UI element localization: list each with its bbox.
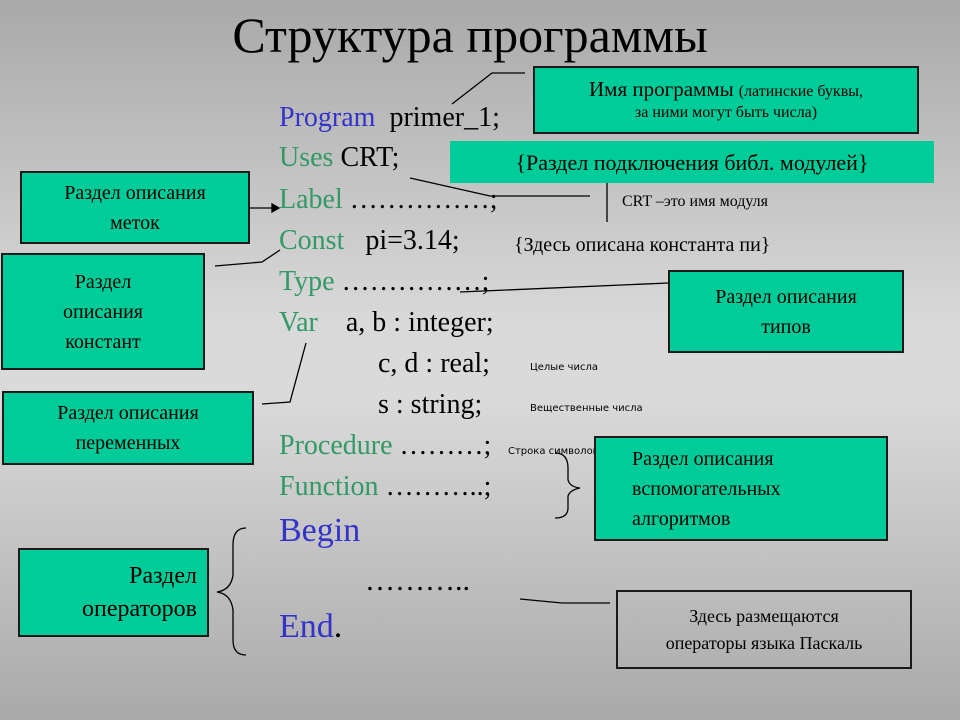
var-keyword: Var — [279, 307, 318, 338]
program-name: primer_1; — [389, 102, 500, 133]
arrow-head-icon — [271, 202, 281, 214]
type-keyword: Type — [279, 266, 335, 297]
pascal-box-line: операторы языка Паскаль — [665, 632, 863, 653]
operators-box-line: Раздел — [129, 563, 197, 590]
subs-box: Раздел описания вспомогательных алгоритмов — [594, 436, 888, 541]
function-line: Function ………..; — [279, 473, 491, 501]
label-line: Label ……………; — [279, 186, 498, 214]
var-line-1: a, b : integer; — [345, 307, 494, 338]
program-name-box-main: Имя программы — [589, 76, 734, 101]
var-line-3: s : string; — [378, 389, 483, 420]
labels-box-line: Раздел описания — [64, 181, 206, 204]
uses-value: CRT; — [340, 142, 400, 173]
type-value: ……………; — [341, 266, 490, 297]
const-line: Const pi=3.14; — [279, 227, 460, 255]
program-body: ……….. — [365, 564, 470, 597]
program-line: Program primer_1; — [279, 104, 500, 132]
note-real: Вещественные числа — [530, 403, 643, 414]
note-string: Строка символов — [508, 446, 599, 457]
function-value: ………..; — [385, 471, 492, 502]
uses-box: {Раздел подключения библ. модулей} — [450, 141, 934, 183]
operators-box: Раздел операторов — [18, 548, 209, 637]
subs-box-line: алгоритмов — [632, 507, 731, 530]
procedure-line: Procedure ………; — [279, 432, 491, 460]
vars-box-line: Раздел описания — [57, 402, 199, 424]
subs-box-line: вспомогательных — [632, 477, 781, 500]
note-crt: CRT –это имя модуля — [622, 193, 769, 210]
label-value: ……………; — [349, 184, 498, 215]
program-name-box-detail1: (латинские буквы, — [738, 82, 863, 100]
end-line: End. — [279, 610, 342, 644]
crt-connector — [409, 177, 590, 197]
program-connector — [451, 72, 525, 105]
function-keyword: Function — [279, 471, 379, 502]
var-line-2: c, d : real; — [378, 348, 490, 379]
types-connector — [459, 282, 669, 293]
types-box-line: типов — [761, 315, 811, 338]
labels-box-line: меток — [110, 211, 160, 234]
operators-box-line: операторов — [81, 595, 197, 622]
vars-box: Раздел описания переменных — [2, 391, 254, 465]
const-comment: {Здесь описана константа пи} — [514, 234, 771, 256]
consts-connector — [214, 249, 281, 267]
var-line: Var a, b : integer; — [279, 309, 494, 337]
procedure-keyword: Procedure — [279, 430, 393, 461]
note-integer: Целые числа — [530, 362, 598, 373]
consts-box-line: описания — [62, 300, 143, 323]
end-keyword: End — [279, 608, 334, 645]
procedure-value: ………; — [399, 430, 492, 461]
vars-connector — [261, 342, 307, 405]
pascal-box: Здесь размещаются операторы языка Паскаль — [616, 590, 912, 669]
pascal-box-line: Здесь размещаются — [689, 605, 839, 626]
types-box-line: Раздел описания — [715, 285, 857, 308]
type-line: Type ……………; — [279, 268, 489, 296]
labels-box: Раздел описания меток — [20, 171, 250, 244]
program-name-box: Имя программы (латинские буквы, за ними … — [533, 66, 919, 134]
program-name-box-detail2: за ними могут быть числа) — [634, 104, 818, 122]
uses-line: Uses CRT; — [279, 144, 399, 172]
vars-box-line: переменных — [75, 432, 181, 454]
consts-box-line: констант — [65, 330, 141, 353]
begin-keyword: Begin — [279, 512, 361, 549]
end-dot: . — [333, 608, 343, 645]
uses-keyword: Uses — [279, 142, 334, 173]
subs-box-line: Раздел описания — [632, 447, 774, 470]
program-keyword: Program — [279, 102, 376, 133]
consts-box: Раздел описания констант — [1, 253, 205, 370]
types-box: Раздел описания типов — [668, 270, 904, 353]
operators-brace — [216, 527, 247, 656]
pascal-connector — [519, 598, 610, 604]
label-keyword: Label — [279, 184, 343, 215]
const-keyword: Const — [279, 225, 345, 256]
const-value: pi=3.14; — [365, 225, 460, 256]
subs-brace — [554, 452, 581, 519]
consts-box-line: Раздел — [74, 270, 132, 293]
slide-title: Структура программы — [232, 7, 708, 63]
